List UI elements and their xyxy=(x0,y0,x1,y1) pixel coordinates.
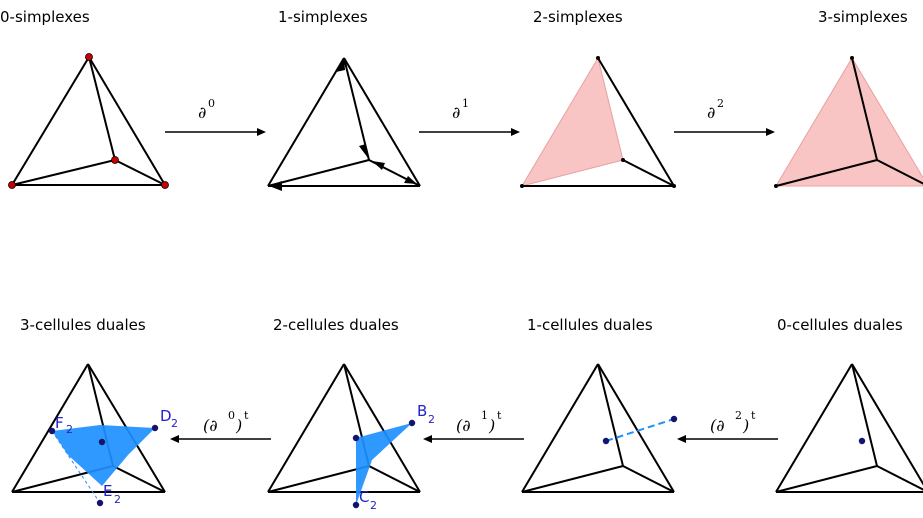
vertex-point xyxy=(850,56,854,60)
operator-d1t-t: t xyxy=(497,409,502,422)
label-C: C xyxy=(359,488,369,506)
operator-d2-sup: 2 xyxy=(717,97,724,110)
operator-d1: ∂ 1 xyxy=(419,97,520,136)
title-1-simplexes: 1-simplexes xyxy=(278,8,368,26)
operator-d1t-close: ) xyxy=(488,416,495,435)
operator-d1-sup: 1 xyxy=(462,97,469,110)
simplex-volume xyxy=(775,57,923,187)
operator-d2t-t: t xyxy=(751,409,756,422)
panel-0-simplexes xyxy=(8,53,169,189)
vertex-point xyxy=(161,181,169,189)
title-0-cellules-duales: 0-cellules duales xyxy=(777,316,903,334)
panel-3-simplexes xyxy=(774,56,923,188)
operator-d0t-close: ) xyxy=(235,416,242,435)
dual-vertex-center xyxy=(98,438,106,446)
dual-vertex-E xyxy=(96,499,104,507)
dual-vertex xyxy=(670,415,678,423)
dual-vertex-C xyxy=(352,501,360,509)
edge-arrowhead xyxy=(372,161,385,170)
operator-d0-sup: 0 xyxy=(208,97,215,110)
panel-2-simplexes xyxy=(520,56,676,188)
panel-3-cellules-duales: F 2 D 2 E 2 xyxy=(11,363,178,507)
operator-d0t-open: (∂ xyxy=(203,416,218,435)
title-3-simplexes: 3-simplexes xyxy=(818,8,908,26)
dual-cell-volume xyxy=(52,425,155,486)
label-D: D xyxy=(160,407,172,425)
operator-d2: ∂ 2 xyxy=(674,97,775,136)
operator-d0-symbol: ∂ xyxy=(198,103,206,122)
label-B-sub: 2 xyxy=(428,413,435,426)
vertex-point xyxy=(621,158,625,162)
operator-d0: ∂ 0 xyxy=(165,97,266,136)
dual-edge xyxy=(605,418,675,442)
vertex-point xyxy=(111,156,119,164)
vertex-point xyxy=(672,184,676,188)
label-F-sub: 2 xyxy=(66,423,73,436)
dual-vertex xyxy=(602,437,610,445)
title-0-simplexes: 0-simplexes xyxy=(0,8,90,26)
label-B: B xyxy=(417,402,427,420)
operator-d0-transpose: (∂ 0 ) t xyxy=(170,409,271,443)
operator-d2-transpose: (∂ 2 ) t xyxy=(677,409,778,443)
operator-d0t-t: t xyxy=(244,409,249,422)
dual-vertex-B xyxy=(408,419,416,427)
dual-vertex-F xyxy=(48,427,56,435)
panel-1-cellules-duales xyxy=(521,363,678,493)
label-F: F xyxy=(55,414,64,432)
vertex-point xyxy=(8,181,16,189)
dual-vertex-center xyxy=(352,434,360,442)
title-2-simplexes: 2-simplexes xyxy=(533,8,623,26)
operator-d2-symbol: ∂ xyxy=(707,103,715,122)
title-3-cellules-duales: 3-cellules duales xyxy=(20,316,146,334)
edge-arrowhead xyxy=(336,58,345,72)
operator-d2t-sup: 2 xyxy=(735,409,742,422)
vertex-point xyxy=(774,184,778,188)
title-1-cellules-duales: 1-cellules duales xyxy=(527,316,653,334)
operator-d1-symbol: ∂ xyxy=(452,103,460,122)
label-D-sub: 2 xyxy=(171,417,178,430)
title-2-cellules-duales: 2-cellules duales xyxy=(273,316,399,334)
operator-d1t-open: (∂ xyxy=(456,416,471,435)
dual-cell-face xyxy=(356,423,412,505)
dual-vertex xyxy=(858,437,866,445)
vertex-point xyxy=(85,53,93,61)
panel-1-simplexes xyxy=(267,57,421,191)
panel-2-cellules-duales: B 2 C 2 xyxy=(267,363,435,512)
label-E: E xyxy=(103,482,112,500)
operator-d1-transpose: (∂ 1 ) t xyxy=(423,409,524,443)
simplex-face xyxy=(520,56,624,187)
panel-0-cellules-duales xyxy=(775,363,923,493)
operator-d2t-close: ) xyxy=(742,416,749,435)
operator-d0t-sup: 0 xyxy=(228,409,235,422)
edge-arrowhead xyxy=(359,144,368,158)
operator-d1t-sup: 1 xyxy=(481,409,488,422)
edge-arrowhead xyxy=(269,181,282,191)
edge-arrowhead xyxy=(404,176,417,184)
dual-vertex-D xyxy=(151,424,159,432)
vertex-point xyxy=(596,56,600,60)
label-C-sub: 2 xyxy=(370,499,377,512)
label-E-sub: 2 xyxy=(114,493,121,506)
operator-d2t-open: (∂ xyxy=(710,416,725,435)
vertex-point xyxy=(520,184,524,188)
